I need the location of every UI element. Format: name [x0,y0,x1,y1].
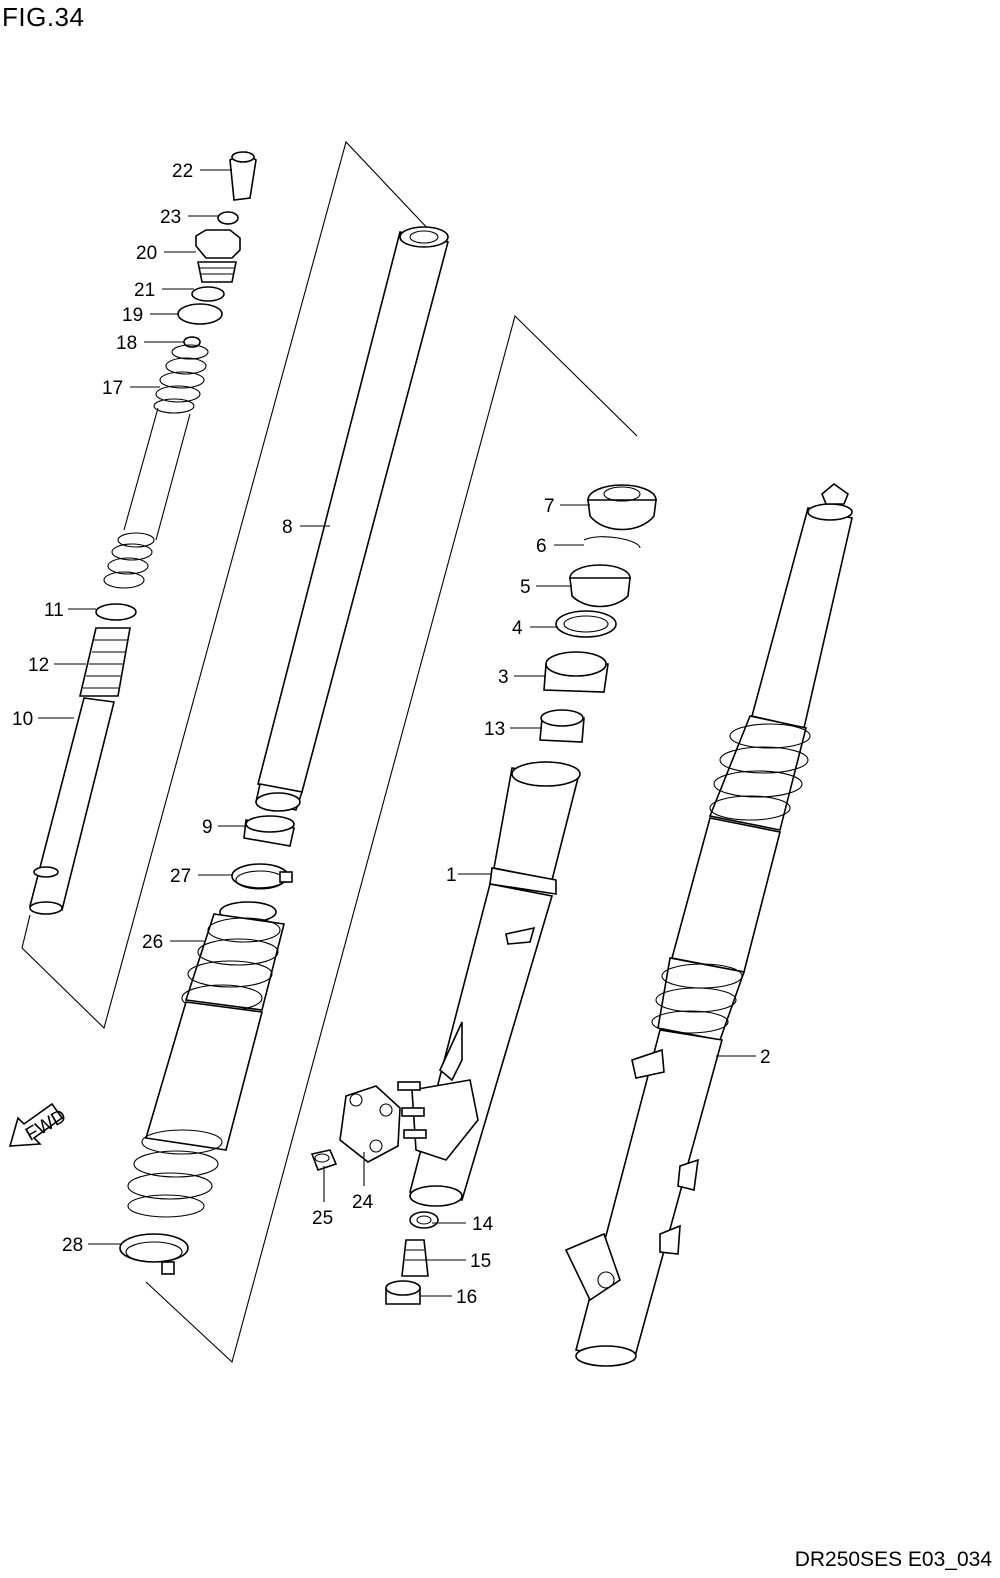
part-1-outer-tube [409,761,581,1207]
part-23-o-ring [217,211,239,225]
part-9-bushing [243,815,295,847]
part-19-spacer [177,303,223,325]
group-outlines [21,140,638,1364]
part-27-clamp [231,863,293,890]
callout-labels: 22 23 20 21 19 18 17 11 12 10 8 9 27 26 … [12,161,771,1308]
diagram-code: DR250SES E03_034 [794,1548,992,1571]
part-17-spring [103,344,209,589]
callout-18: 18 [116,333,137,354]
callout-26: 26 [142,932,163,953]
callout-2: 2 [760,1047,771,1068]
callout-25: 25 [312,1208,333,1229]
callout-15: 15 [470,1251,491,1272]
part-26-boot [127,901,285,1218]
callout-3: 3 [498,667,509,688]
callout-9: 9 [202,817,213,838]
callout-20: 20 [136,243,157,264]
callout-6: 6 [536,536,547,557]
callout-12: 12 [28,655,49,676]
part-2-fork-assembly [564,482,853,1367]
part-6-stopper-ring [583,536,641,549]
callout-11: 11 [44,600,64,621]
callout-19: 19 [122,305,143,326]
callout-8: 8 [282,517,293,538]
callout-4: 4 [512,618,523,639]
part-15-bolt [401,1239,429,1277]
part-8-inner-tube [255,226,449,812]
part-28-clamp [119,1233,189,1275]
seal-stack [539,484,657,743]
callout-14: 14 [472,1214,494,1235]
callout-27: 27 [170,866,191,887]
callout-21: 21 [134,280,155,301]
callout-1: 1 [446,865,457,886]
part-4-washer [555,610,617,638]
part-12-rebound-spring [78,627,131,697]
callout-5: 5 [520,577,531,598]
part-20-cap-bolt [195,229,241,259]
part-11-ring [95,603,137,621]
fwd-direction-badge: FWD [8,1102,70,1147]
callout-24: 24 [352,1192,374,1213]
callout-10: 10 [12,709,33,730]
part-24-axle-holder [339,1081,427,1163]
part-21-o-ring [191,286,225,302]
callout-23: 23 [160,207,181,228]
callout-16: 16 [456,1287,477,1308]
part-14-gasket [409,1211,439,1229]
callout-13: 13 [484,719,505,740]
figure-title: FIG.34 [2,2,85,32]
drain-parts [385,1211,439,1305]
callout-28: 28 [62,1235,83,1256]
part-10-damper-rod [28,697,115,911]
leader-lines [38,169,756,1297]
part-25-nut [310,1149,338,1172]
callout-17: 17 [102,378,123,399]
callout-7: 7 [544,496,555,517]
callout-22: 22 [172,161,193,182]
damper-rod-assembly [28,151,257,915]
